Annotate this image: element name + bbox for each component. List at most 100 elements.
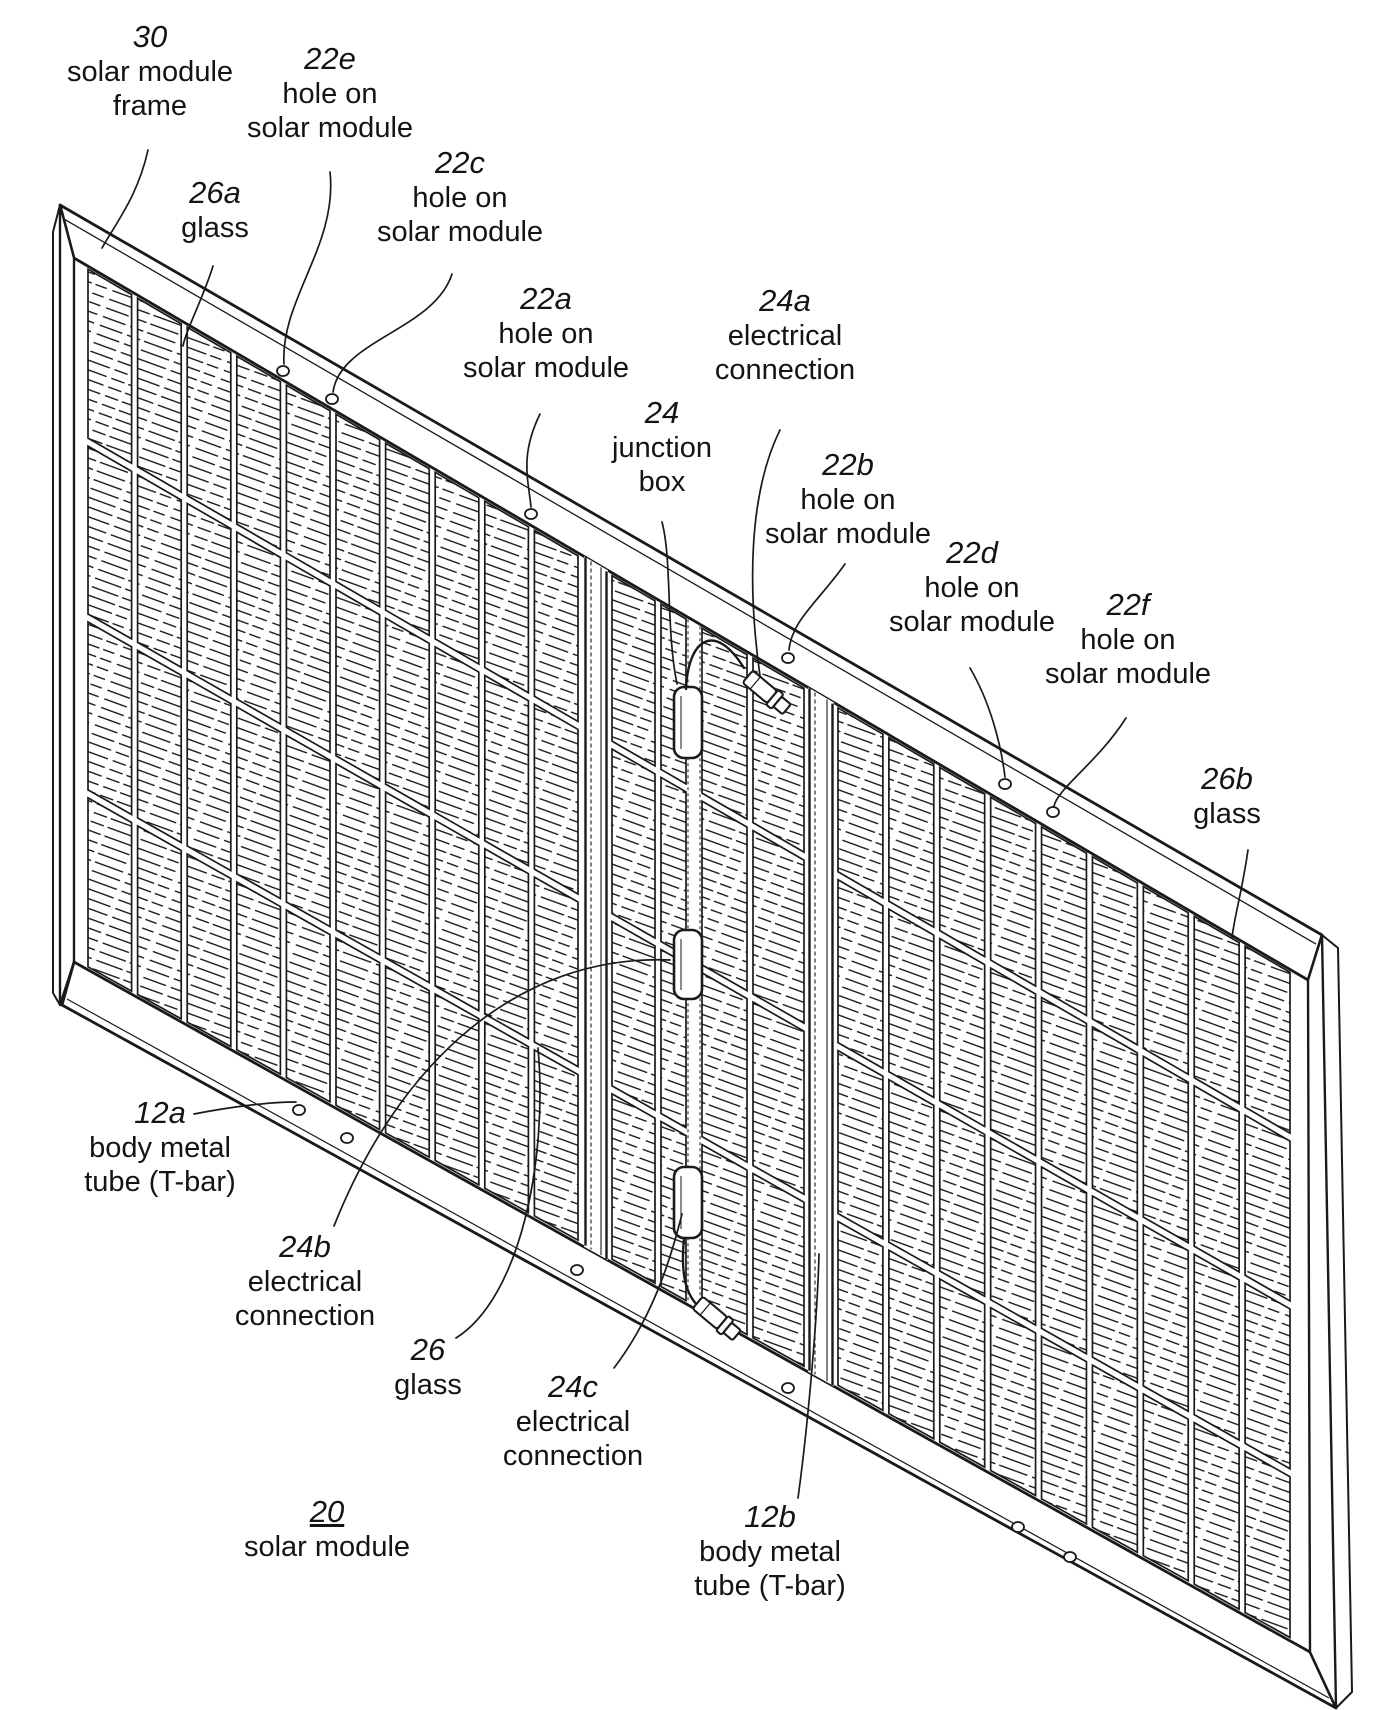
caption-line: connection [502,1439,644,1472]
solar-cell [533,1048,579,1242]
leader-line-12b [797,1253,820,1499]
junction-box-2-body [672,928,704,1001]
t-bar-1 [584,556,608,1260]
solar-cell [752,1172,805,1368]
leader-line-22d [969,667,1006,778]
frame-right-face [1306,933,1338,1710]
leader-line-22b [788,563,846,651]
solar-cell [752,829,805,1025]
reference-numeral: 24a [759,283,811,318]
solar-cell [186,852,232,1048]
leader-line-24c [613,1213,683,1369]
frame-hole-bottom-3 [570,1264,584,1276]
frame-hole-bottom-1 [292,1104,306,1116]
cable-2 [681,1236,700,1308]
caption-line: glass [1193,798,1261,831]
junction-box-2 [672,928,704,1001]
caption-line: solar module [764,517,932,550]
solar-cell [888,736,935,929]
cable-1 [684,639,746,691]
solar-cell [701,971,748,1164]
caption-line: connection [234,1299,376,1332]
caption-line: frame [112,89,188,122]
solar-cell [1091,855,1139,1047]
caption-line: solar module [66,56,234,89]
frame-holes [276,365,1077,1563]
solar-cell [87,444,133,641]
caption-line: hole on [282,78,378,111]
reference-numeral: 22c [435,145,485,180]
solar-cell [434,470,480,666]
leader-line-24 [661,521,678,685]
solar-cell [186,677,232,873]
reference-numeral: 24b [279,1229,331,1264]
frame-hole-bottom-2 [340,1132,354,1144]
solar-cell [989,966,1037,1157]
solar-cell [938,937,986,1128]
caption-line: hole on [800,484,896,517]
solar-cell [384,964,431,1159]
t-bar-2 [808,687,834,1387]
reference-numeral: 22d [946,535,998,570]
solar-cell [611,574,656,768]
caption-line: solar module [888,605,1056,638]
caption-line: solar module [1044,657,1212,690]
caption-line: junction [612,432,712,465]
solar-cell [235,880,282,1076]
frame-bottom-ridge [66,998,1330,1699]
solar-cell [1244,1113,1291,1303]
solar-cell [701,799,748,993]
solar-cell [136,473,183,669]
reference-numeral: 20 [309,1494,345,1529]
solar-cell [483,847,530,1041]
solar-cell [434,818,480,1013]
frame-hole-bottom-5 [1011,1521,1025,1533]
frame-hole-top-6 [1046,806,1060,818]
solar-cell [434,645,480,839]
solar-cell [1142,1223,1190,1413]
leader-line-26 [455,1047,541,1339]
solar-cell [136,648,183,844]
frame-hole-top-3 [524,508,538,520]
reference-numeral: 26b [1201,761,1253,796]
solar-cell [938,1107,986,1298]
junction-box-1-body [672,685,704,760]
solar-cell [335,588,381,783]
frame-hole-bottom-4 [781,1382,795,1394]
frame-hole-top-1 [276,365,290,377]
caption-line: solar module [376,215,544,248]
solar-cell [989,1306,1037,1497]
reference-numeral: 24c [548,1369,598,1404]
solar-cell [285,733,331,929]
solar-cell [384,790,431,985]
solar-cell [1193,914,1240,1106]
solar-cell [136,296,183,494]
caption-line: glass [181,212,249,245]
frame-hole-top-5 [998,778,1012,790]
reference-numeral: 24 [644,395,680,430]
caption-line: solar module [243,1531,411,1564]
glass-panel-right [837,706,1291,1639]
solar-cell [701,626,748,821]
connector-plug-2-tip [723,1322,742,1341]
caption-line: tube (T-bar) [694,1569,846,1602]
leader-line-22c [332,273,453,393]
solar-cell [136,824,183,1021]
solar-cell [837,706,884,900]
solar-cell [533,875,579,1069]
solar-cell [335,762,381,957]
solar-cell [611,920,656,1112]
caption-line: hole on [498,318,594,351]
leader-lines [101,149,1249,1499]
connector-plug-1 [742,670,792,715]
caption-line: solar module [462,351,630,384]
